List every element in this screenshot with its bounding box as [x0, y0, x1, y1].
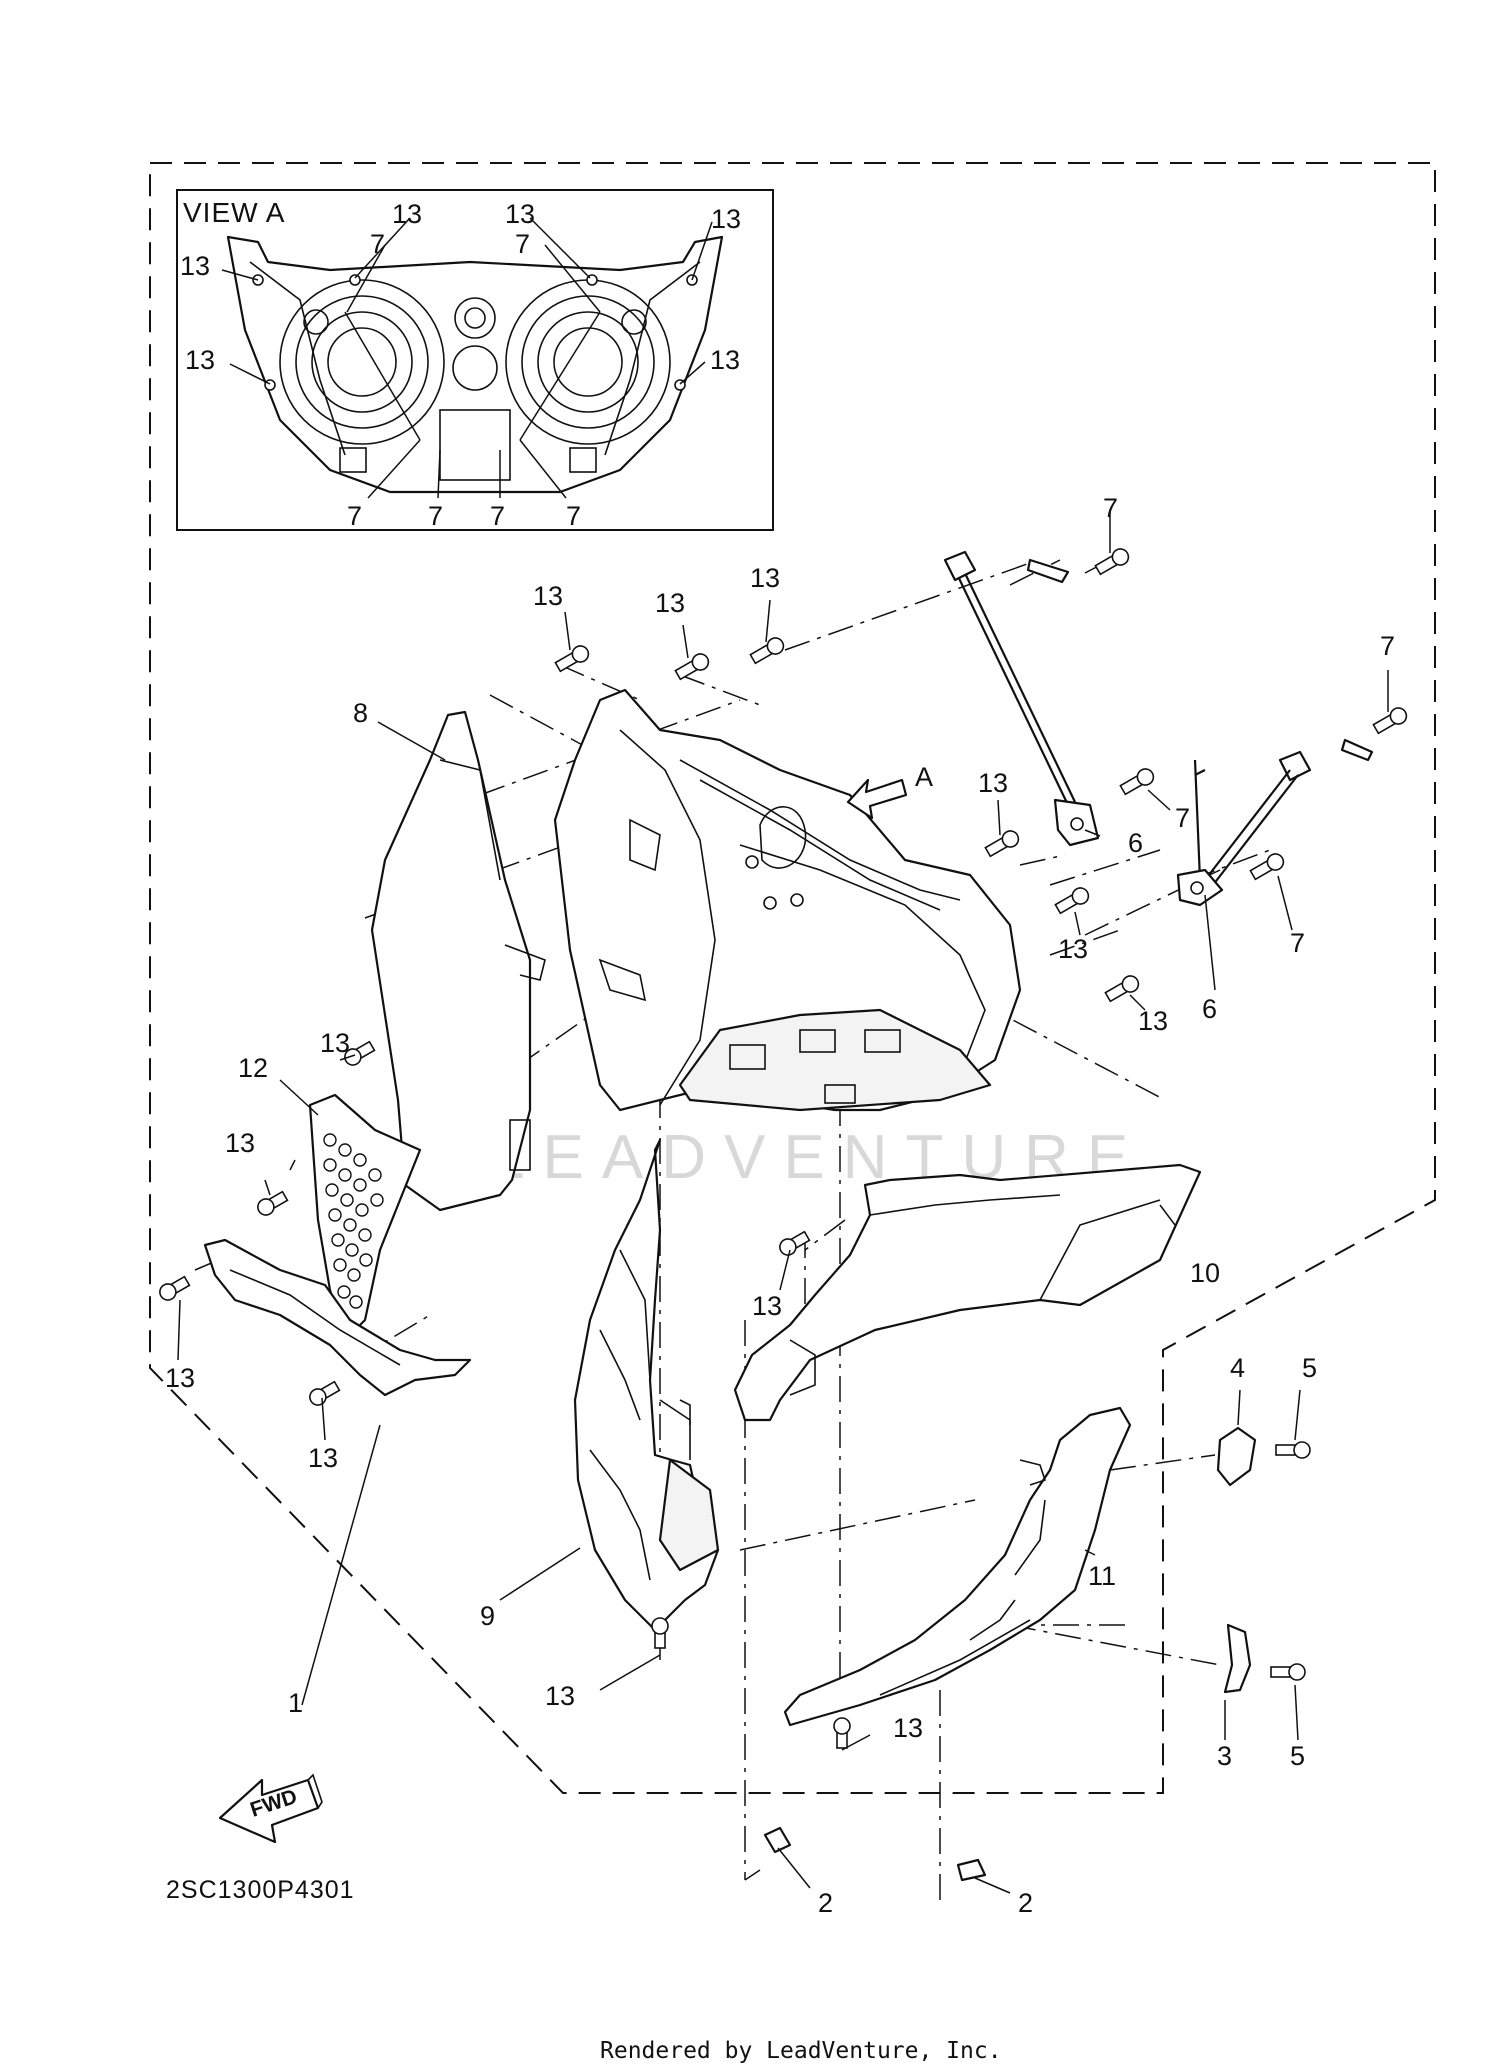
- callout-7-mid: 7: [1175, 803, 1190, 833]
- callout-13-left-d: 13: [308, 1443, 338, 1473]
- callout-1: 1: [288, 1688, 303, 1718]
- callout-6-upper: 6: [1128, 828, 1143, 858]
- part-11-right-lower-cowl: [783, 1406, 1132, 1727]
- part-2-nut-right: [956, 1858, 987, 1882]
- callout-13-mid-b: 13: [1058, 934, 1088, 964]
- inset-headlight-rear-view: [226, 235, 724, 494]
- callout-8: 8: [353, 698, 368, 728]
- callout-4: 4: [1230, 1353, 1245, 1383]
- inset-callout-13-a: 13: [392, 199, 422, 229]
- inset-callout-13-e: 13: [185, 345, 215, 375]
- part-6-upper-adjuster: [943, 550, 1100, 847]
- part-3-clip: [1223, 1623, 1252, 1694]
- inset-callout-7-e: 7: [490, 501, 505, 531]
- inset-leader-lines: [221, 217, 713, 499]
- callout-13-left-a: 13: [320, 1028, 350, 1058]
- inset-callout-13-b: 13: [505, 199, 535, 229]
- callout-13-top-a: 13: [533, 581, 563, 611]
- inset-callout-7-f: 7: [566, 501, 581, 531]
- callout-6-lower: 6: [1202, 994, 1217, 1024]
- callout-10: 10: [1190, 1258, 1220, 1288]
- callout-5-lower: 5: [1290, 1741, 1305, 1771]
- callout-7-right-top: 7: [1380, 631, 1395, 661]
- callout-3: 3: [1217, 1741, 1232, 1771]
- part-12-mesh-grille: [308, 1093, 422, 1342]
- callout-12: 12: [238, 1053, 268, 1083]
- screws: [159, 548, 1408, 1749]
- inset-callout-7-b: 7: [515, 229, 530, 259]
- callout-2-right: 2: [1018, 1888, 1033, 1918]
- callout-13-mid-c: 13: [1138, 1006, 1168, 1036]
- drawing-code: 2SC1300P4301: [166, 1876, 355, 1904]
- callout-2-left: 2: [818, 1888, 833, 1918]
- callout-5-upper: 5: [1302, 1353, 1317, 1383]
- inset-title: VIEW A: [183, 197, 285, 228]
- inset-callout-7-d: 7: [428, 501, 443, 531]
- leader-lines: [177, 510, 1389, 1894]
- fwd-arrow-icon: [218, 1773, 323, 1844]
- view-a-arrow-label: A: [915, 762, 933, 792]
- callout-13-left-c: 13: [165, 1363, 195, 1393]
- callout-7-right: 7: [1290, 928, 1305, 958]
- view-a-arrow: [846, 778, 908, 820]
- callout-9: 9: [480, 1601, 495, 1631]
- callout-7-top: 7: [1103, 493, 1118, 523]
- callout-13-bottom-a: 13: [545, 1681, 575, 1711]
- assembly-boundary: [149, 162, 1436, 1794]
- part-6-lower-adjuster: [1176, 738, 1374, 907]
- callout-13-left-b: 13: [225, 1128, 255, 1158]
- inset-callout-13-c: 13: [711, 204, 741, 234]
- footer-credit: Rendered by LeadVenture, Inc.: [600, 2038, 1002, 2064]
- callout-13-mid-a: 13: [978, 768, 1008, 798]
- inset-callout-13-f: 13: [710, 345, 740, 375]
- part-9-side-panel: [573, 1138, 720, 1632]
- inset-callout-7-a: 7: [370, 229, 385, 259]
- part-10-right-cover: [733, 1163, 1202, 1422]
- part-8-left-cover: [370, 710, 546, 1212]
- callout-13-bottom-b: 13: [893, 1713, 923, 1743]
- lower-left-duct: [203, 1238, 472, 1397]
- view-a-inset: [176, 189, 774, 531]
- callout-13-center: 13: [752, 1291, 782, 1321]
- headlight-body: [553, 688, 1022, 1112]
- part-2-nut-left: [763, 1826, 792, 1854]
- callout-13-top-c: 13: [750, 563, 780, 593]
- callout-11: 11: [1088, 1561, 1116, 1591]
- inset-callout-7-c: 7: [347, 501, 362, 531]
- mesh-pattern: [323, 1133, 384, 1309]
- part-4-clip: [1216, 1426, 1257, 1487]
- callout-13-top-b: 13: [655, 588, 685, 618]
- inset-callout-13-d: 13: [180, 251, 210, 281]
